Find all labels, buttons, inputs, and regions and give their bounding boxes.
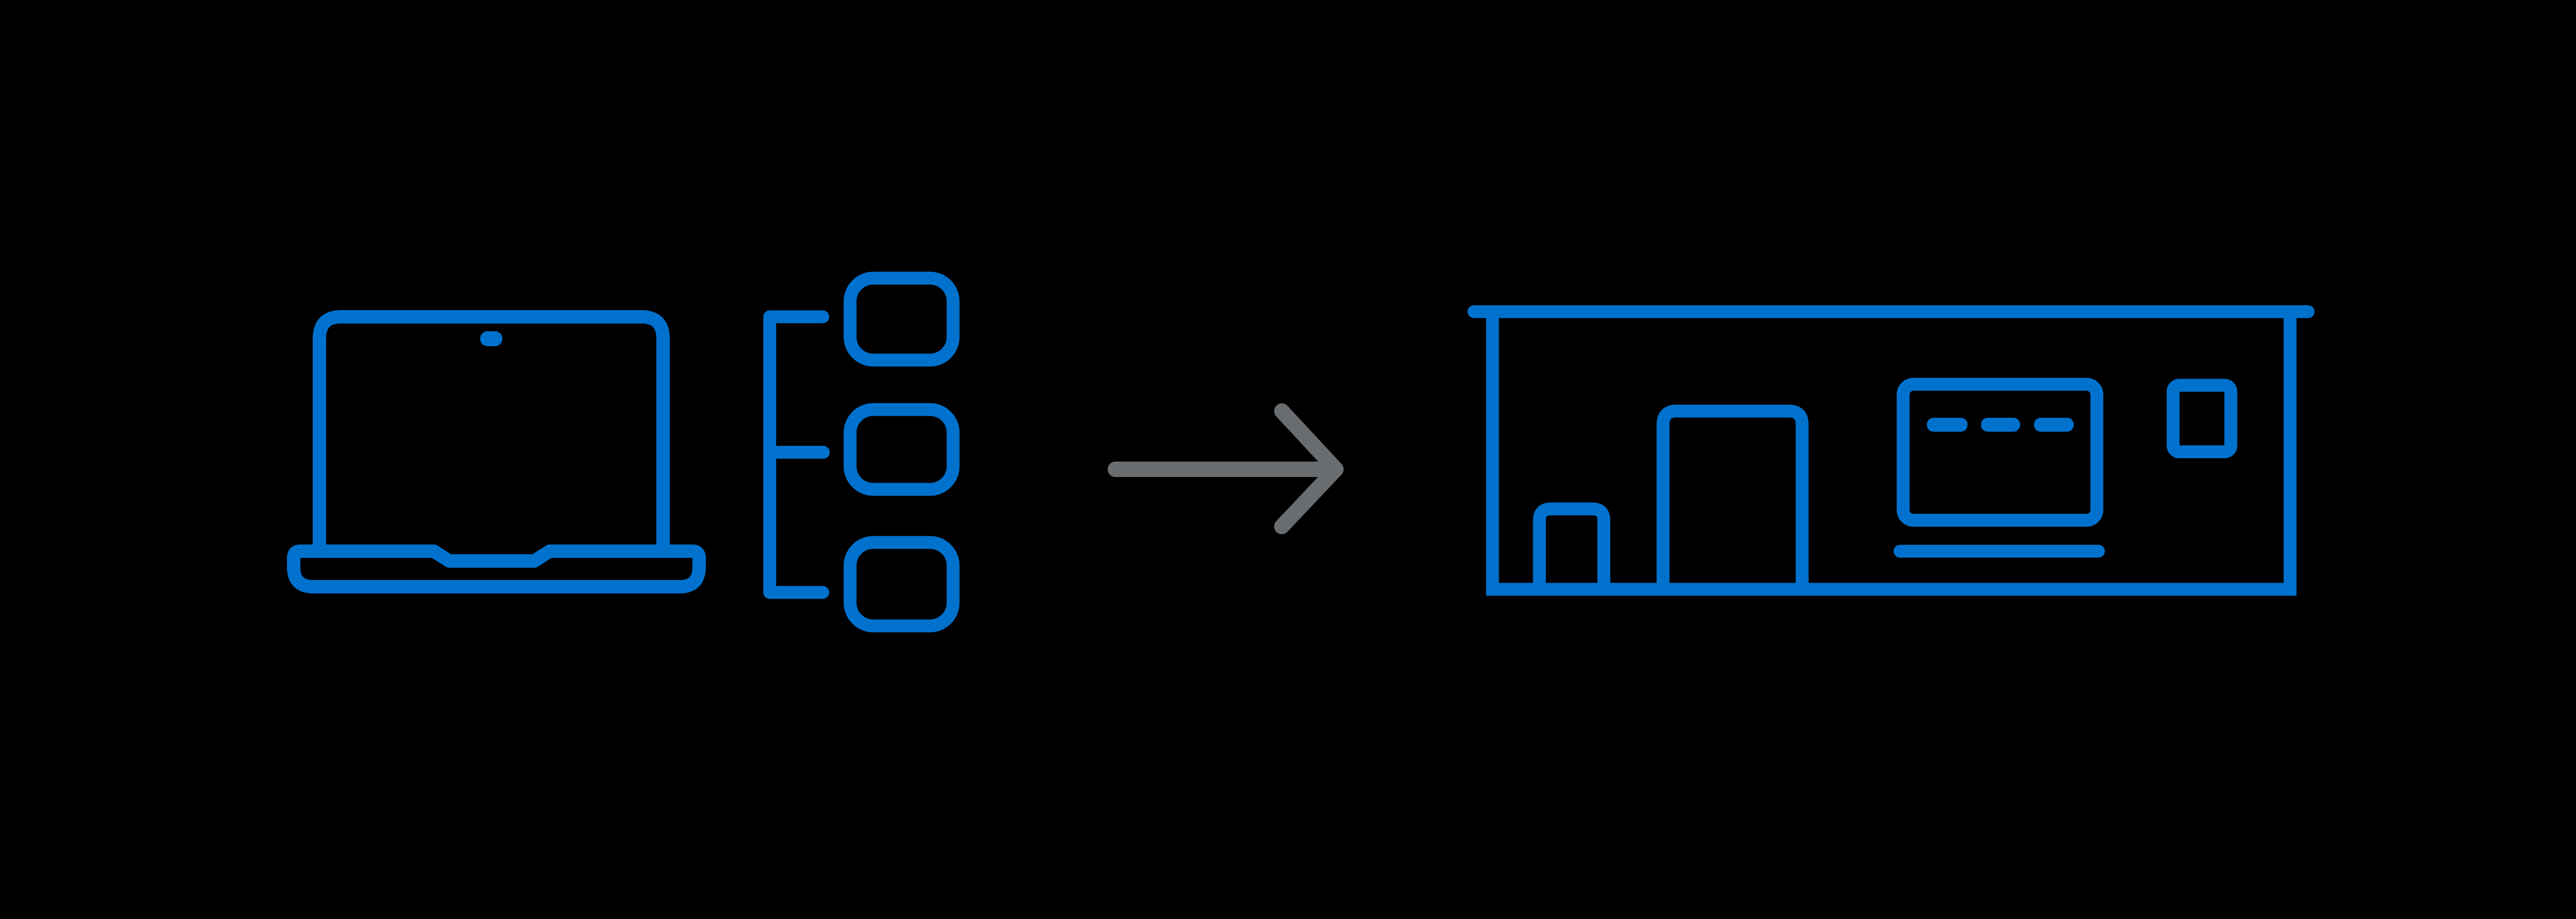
store-window: [1896, 378, 2104, 527]
tree-node-box: [843, 271, 960, 367]
arrow-head: [1274, 403, 1344, 534]
storefront-icon: [1467, 305, 2315, 596]
laptop-screen: [313, 310, 670, 551]
store-walls-floor: [1486, 318, 2297, 596]
store-small-window: [2166, 379, 2238, 458]
arrow-right-icon: [1108, 403, 1344, 534]
store-door: [1656, 404, 1809, 589]
laptop-icon: [287, 310, 706, 593]
tree-node-box: [843, 403, 960, 496]
store-window-dash: [1927, 418, 1968, 432]
laptop-camera-icon: [480, 331, 502, 346]
store-crate: [1533, 502, 1611, 589]
store-window-dash: [1981, 418, 2020, 432]
laptop-base: [287, 544, 706, 593]
tree-node-box: [843, 536, 960, 633]
store-window-dash: [2034, 418, 2074, 432]
device-tree-icon: [763, 271, 960, 633]
